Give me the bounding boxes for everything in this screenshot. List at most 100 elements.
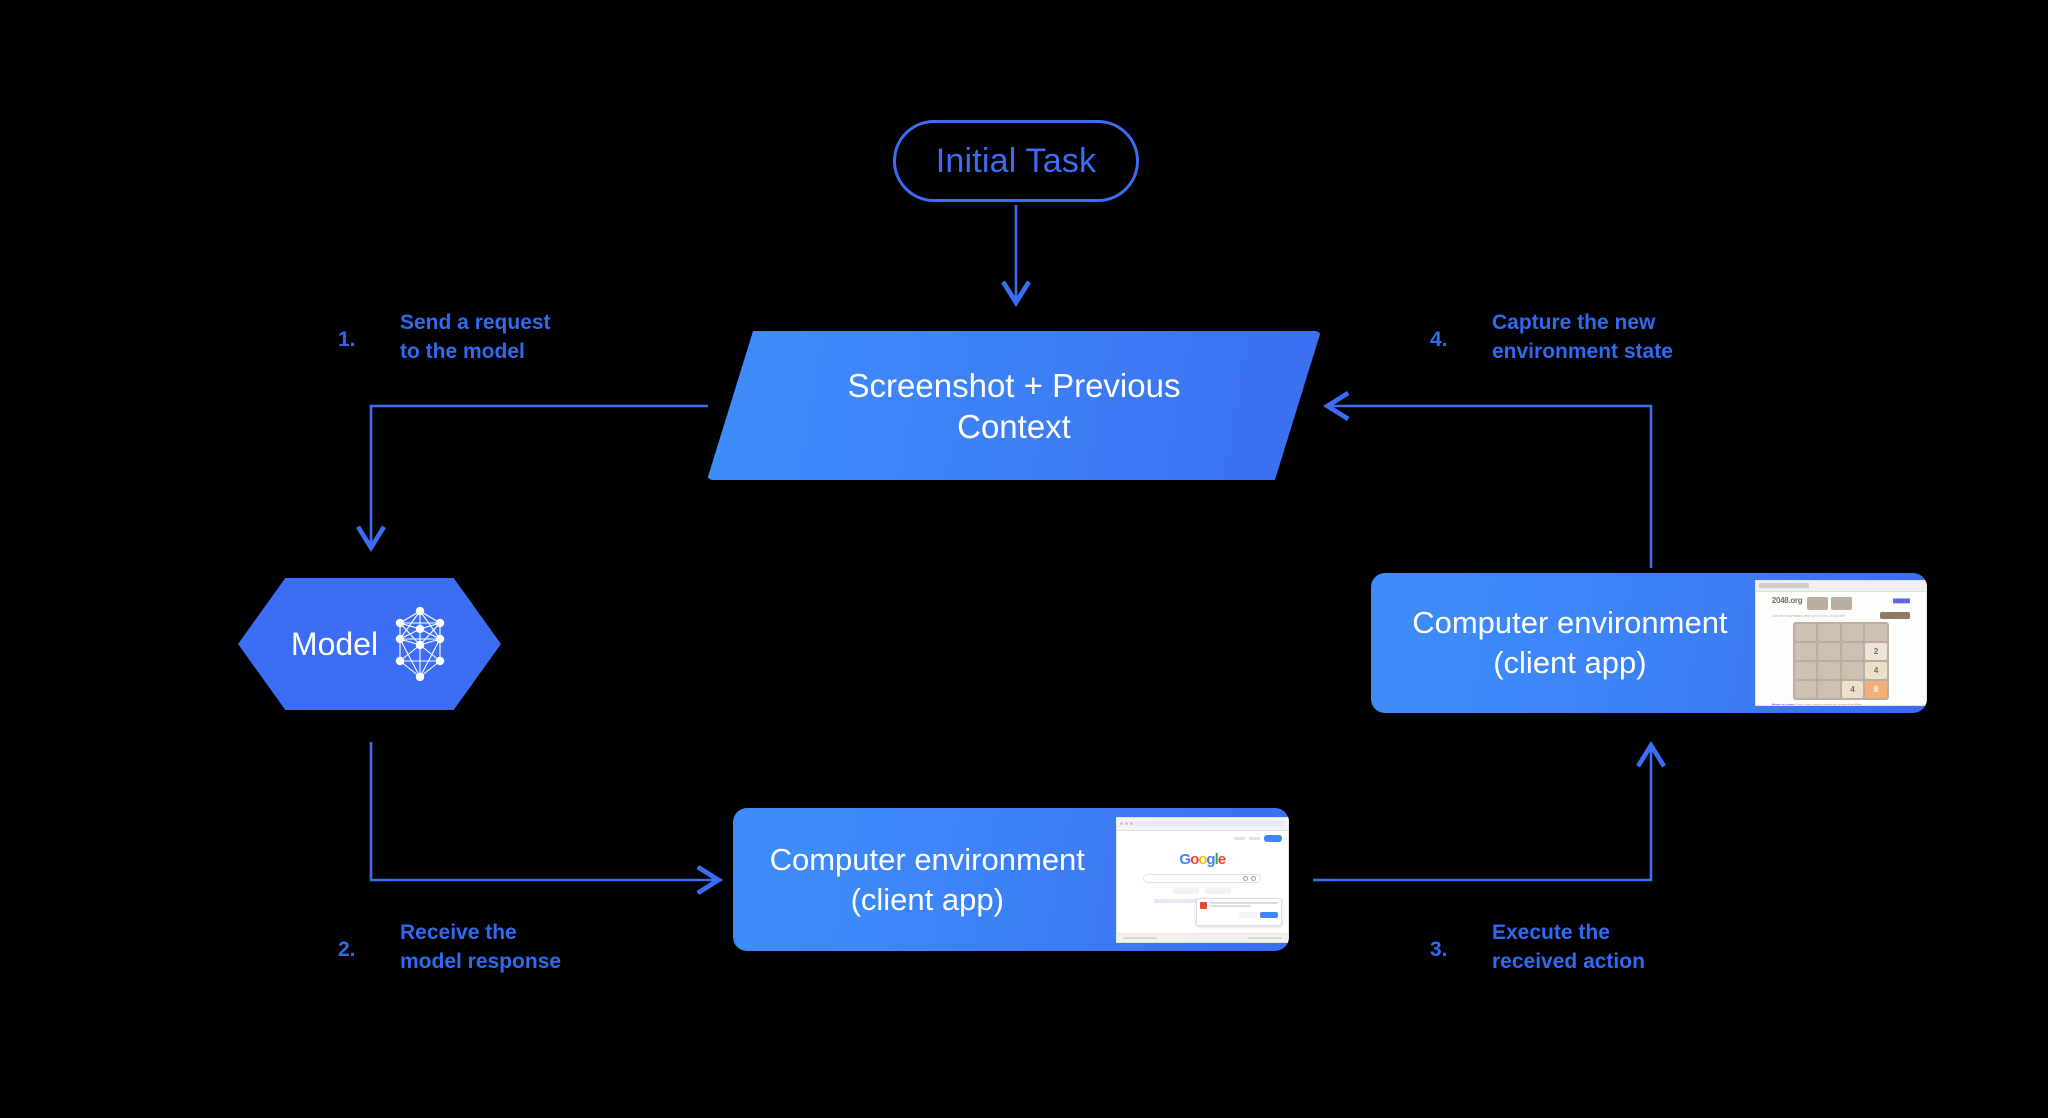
game-subtitle: Join the numbers and get to the 2048 til… (1771, 613, 1846, 618)
thumbnail-2048-game[interactable]: 2048.org ██████ Join the numbers and get… (1754, 580, 1927, 706)
score-box (1807, 597, 1829, 610)
game-body: 2048.org ██████ Join the numbers and get… (1756, 592, 1926, 706)
step-4-line1: Capture the new (1492, 311, 1656, 334)
step-1-line2: to the model (400, 340, 525, 363)
google-buttons (1117, 887, 1288, 894)
neural-network-icon (395, 606, 445, 682)
dialog-confirm-button[interactable] (1260, 911, 1278, 918)
dialog-line (1210, 904, 1251, 907)
grid-cell-tile: 8 (1865, 681, 1887, 698)
google-top-bar (1117, 831, 1288, 842)
search-input[interactable] (1143, 873, 1262, 883)
game-subtitle-row: Join the numbers and get to the 2048 til… (1772, 612, 1910, 619)
step-1-caption: 1. Send a request to the model (338, 308, 551, 366)
best-score-box (1831, 597, 1853, 610)
url-bar (1758, 583, 1809, 588)
grid-cell (1794, 624, 1817, 641)
dialog-cancel-button[interactable] (1239, 911, 1257, 918)
game-footer: How to play Use your arrow keys to move … (1771, 702, 1910, 706)
context-label-block: Screenshot + Previous Context (707, 331, 1321, 480)
dialog-text (1210, 901, 1278, 909)
step-4-line2: environment state (1492, 340, 1673, 363)
initial-task-label: Initial Task (935, 141, 1097, 180)
grid-cell (1794, 681, 1817, 698)
step-3-line1: Execute the (1492, 921, 1610, 944)
model-label: Model (290, 625, 379, 662)
grid-cell-tile: 4 (1865, 662, 1887, 679)
grid-cell (1818, 681, 1840, 698)
grid-cell (1865, 624, 1887, 641)
footer-links-right[interactable] (1248, 936, 1282, 939)
google-search-button[interactable] (1173, 887, 1200, 894)
edge-env-bottom-to-env-right (1313, 740, 1666, 882)
grid-cell (1818, 643, 1840, 660)
dialog-popup[interactable] (1196, 897, 1282, 926)
google-logo: Google (1179, 850, 1226, 868)
dialog-header (1200, 901, 1278, 909)
node-model[interactable]: Model (238, 578, 501, 710)
node-computer-environment-bottom[interactable]: Computer environment (client app) Google (733, 808, 1289, 951)
parallelogram-fill (707, 331, 1321, 480)
env-right-label-line1: Computer environment (1412, 605, 1728, 640)
edge-context-to-model (356, 404, 708, 553)
step-4-caption: 4. Capture the new environment state (1430, 308, 1673, 366)
new-game-button[interactable] (1880, 612, 1910, 619)
mic-icon[interactable] (1243, 875, 1249, 881)
google-footer (1116, 932, 1288, 942)
sign-in-button[interactable] (1264, 834, 1282, 842)
step-2-line2: model response (400, 950, 562, 973)
back-icon[interactable] (1119, 822, 1123, 825)
grid-cell-tile: 4 (1841, 681, 1864, 698)
node-screenshot-previous-context[interactable]: Screenshot + Previous Context (707, 331, 1321, 480)
grid-cell (1841, 662, 1864, 679)
step-1-number: 1. (338, 328, 356, 351)
camera-icon[interactable] (1251, 875, 1257, 881)
context-label-line2: Context (957, 407, 1071, 445)
images-link[interactable] (1249, 836, 1260, 840)
step-2-number: 2. (338, 938, 356, 961)
game-grid: 2 4 4 8 (1792, 622, 1889, 700)
step-2-line1: Receive the (400, 921, 517, 944)
feeling-lucky-button[interactable] (1205, 887, 1232, 894)
env-bottom-label-block: Computer environment (client app) (747, 840, 1108, 920)
grid-cell (1841, 643, 1864, 660)
edge-model-to-env-bottom (369, 742, 724, 895)
edge-env-right-to-context (1322, 391, 1653, 568)
context-label-line1: Screenshot + Previous (847, 366, 1181, 404)
step-1-line1: Send a request (400, 311, 551, 334)
grid-cell (1818, 662, 1840, 679)
node-computer-environment-right[interactable]: Computer environment (client app) 2048.o… (1371, 573, 1927, 713)
node-initial-task[interactable]: Initial Task (893, 120, 1139, 202)
score-boxes (1807, 597, 1853, 610)
browser-chrome-bar (1116, 817, 1288, 831)
env-bottom-label-line1: Computer environment (769, 841, 1085, 877)
grid-cell-tile: 2 (1865, 643, 1887, 660)
address-bar[interactable] (1134, 820, 1285, 827)
game-title: 2048.org (1771, 596, 1803, 605)
header-links[interactable]: ██████ (1892, 598, 1910, 603)
thumbnail-google-search[interactable]: Google (1115, 816, 1289, 943)
step-3-number: 3. (1430, 938, 1448, 961)
step-3-caption: 3. Execute the received action (1430, 918, 1645, 976)
step-2-caption: 2. Receive the model response (338, 918, 562, 976)
how-to-play-link[interactable]: How to play (1771, 702, 1795, 706)
env-bottom-label-line2: (client app) (850, 881, 1004, 917)
gmail-link[interactable] (1234, 836, 1245, 840)
grid-cell (1794, 662, 1817, 679)
forward-icon[interactable] (1124, 822, 1128, 825)
dialog-line (1210, 901, 1278, 904)
grid-cell (1841, 624, 1864, 641)
footer-links-left[interactable] (1122, 936, 1157, 939)
google-page: Google (1116, 817, 1288, 942)
env-right-label-line2: (client app) (1493, 645, 1647, 680)
grid-cell (1818, 624, 1840, 641)
model-content: Model (238, 578, 501, 710)
game-header: 2048.org ██████ (1772, 596, 1910, 610)
browser-chrome-bar (1755, 581, 1926, 592)
step-4-number: 4. (1430, 328, 1448, 351)
dialog-actions (1200, 911, 1278, 918)
step-3-line2: received action (1492, 950, 1645, 973)
env-right-label-block: Computer environment (client app) (1391, 603, 1749, 683)
reload-icon[interactable] (1129, 822, 1133, 825)
